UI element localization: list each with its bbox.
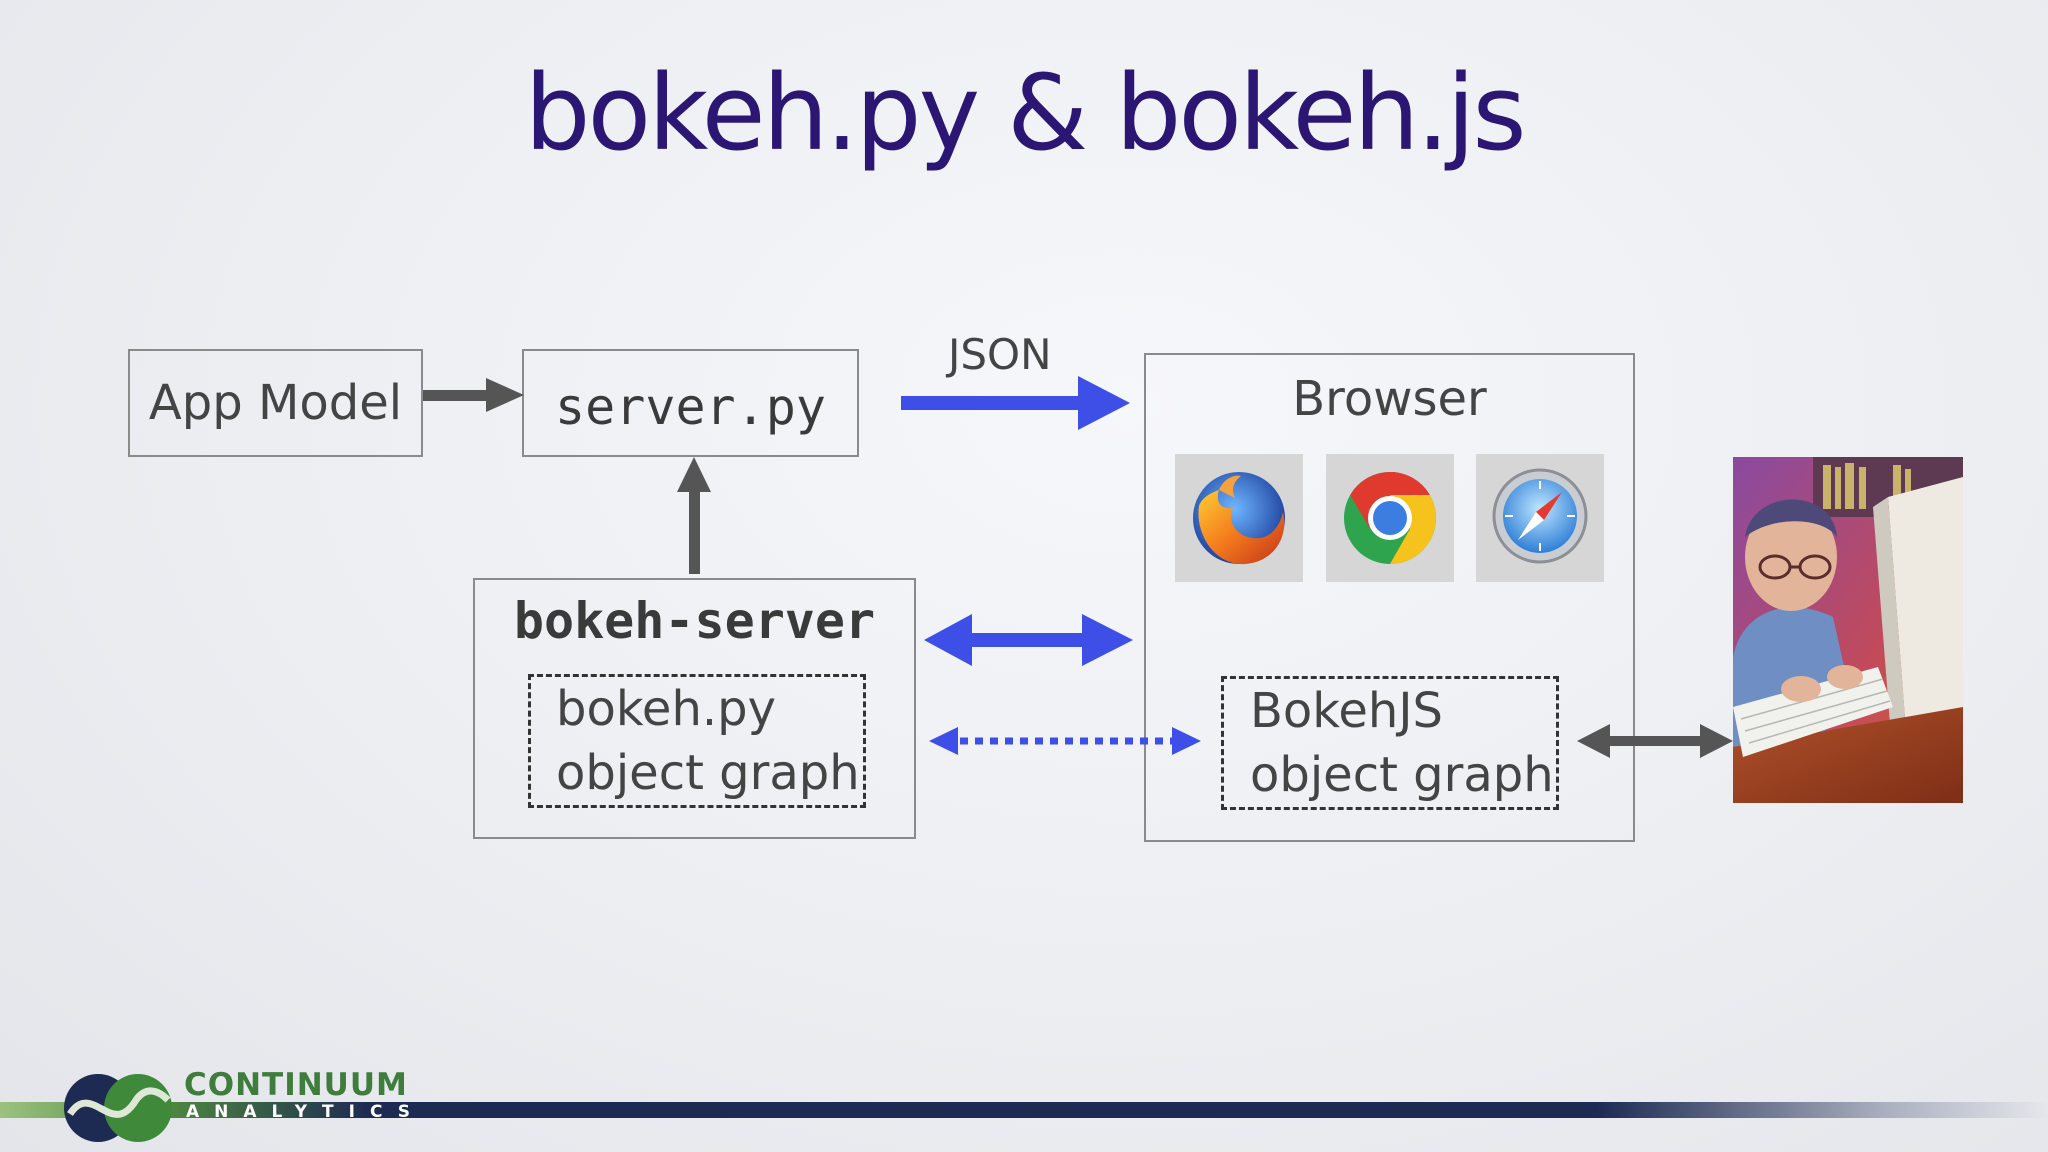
arrow-bokehjs-user [1577, 724, 1733, 758]
browser-box: Browser [1144, 353, 1635, 842]
logo-text-analytics: ANALYTICS [186, 1102, 425, 1122]
bokehjs-object-graph: BokehJS object graph [1221, 676, 1559, 810]
user-photo [1733, 457, 1963, 803]
arrow-json [901, 376, 1130, 430]
browser-label: Browser [1292, 371, 1487, 427]
slide-title: bokeh.py & bokeh.js [524, 52, 1526, 174]
app-model-label: App Model [148, 375, 403, 431]
server-py-label: server.py [555, 378, 826, 436]
bokeh-py-graph-line2: object graph [556, 745, 860, 801]
footer-bar [0, 1102, 2048, 1118]
server-py-box: server.py [522, 349, 859, 457]
firefox-icon [1175, 454, 1303, 582]
bokeh-py-object-graph: bokeh.py object graph [528, 674, 866, 808]
arrow-app-model-to-server [423, 378, 524, 412]
bokeh-server-label: bokeh-server [513, 592, 876, 650]
bokeh-py-graph-line1: bokeh.py [556, 681, 777, 737]
bokeh-server-box: bokeh-server bokeh.py object graph [473, 578, 916, 839]
safari-icon [1476, 454, 1604, 582]
continuum-logo-icon [64, 1074, 172, 1142]
logo-text-continuum: CONTINUUM [184, 1067, 408, 1103]
bokehjs-graph-line2: object graph [1250, 747, 1554, 803]
arrow-bokeh-server-to-server-py [677, 457, 711, 574]
bokehjs-graph-line1: BokehJS [1250, 683, 1443, 739]
app-model-box: App Model [128, 349, 423, 457]
arrow-object-graph-sync [929, 727, 1201, 755]
chrome-icon [1326, 454, 1454, 582]
arrow-server-browser-bidirectional [924, 614, 1133, 666]
json-label: JSON [948, 330, 1052, 379]
